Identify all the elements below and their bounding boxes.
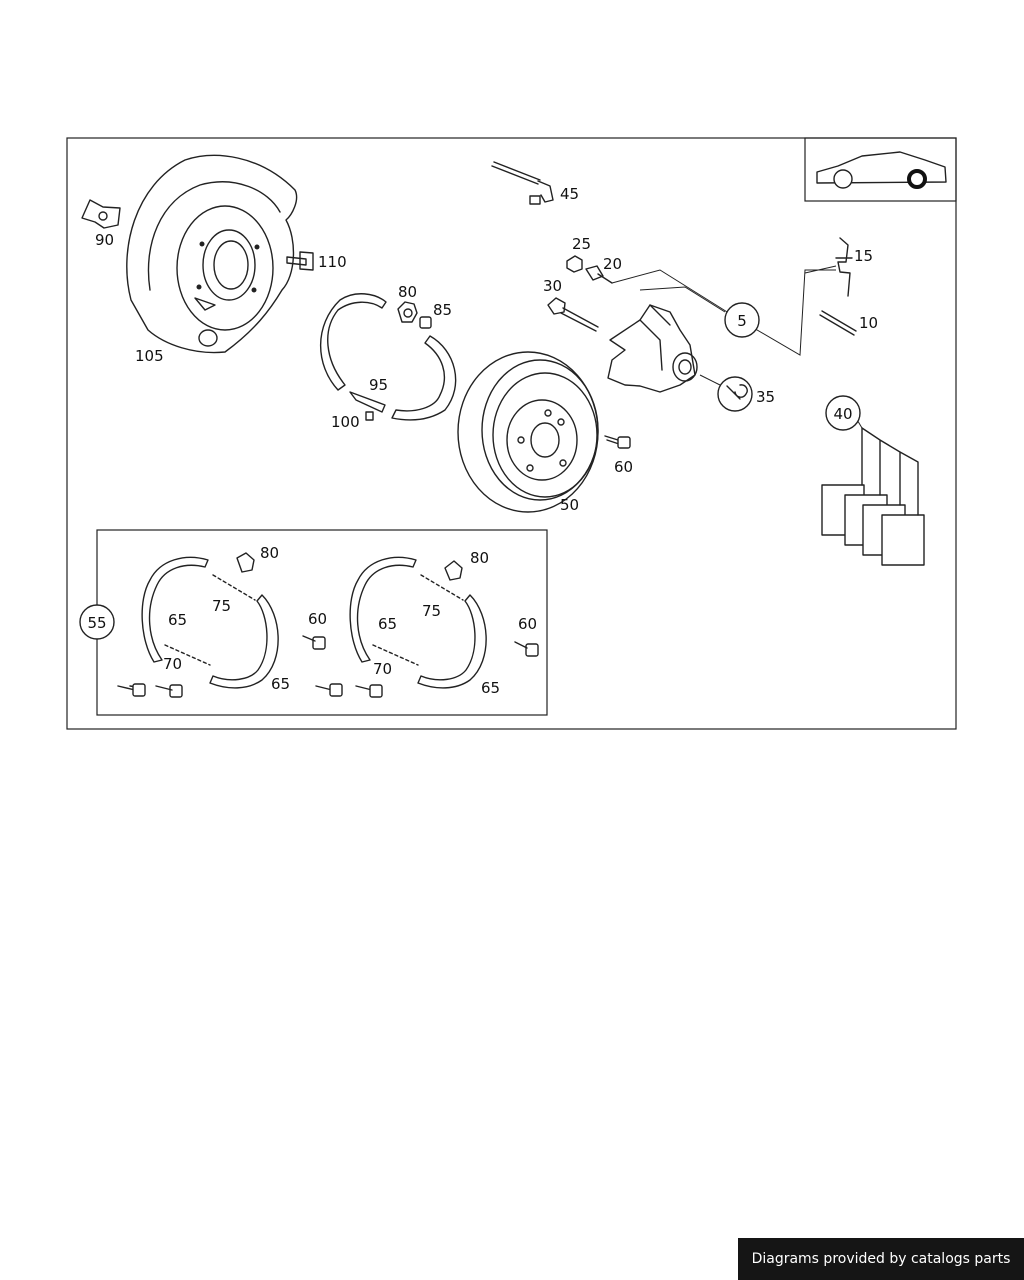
vehicle-inset-frame: [804, 137, 957, 202]
callout-45: 45: [560, 185, 579, 203]
callout-55: 55: [87, 614, 106, 632]
wear-sensor-part: [491, 161, 554, 205]
callout-95: 95: [369, 376, 388, 394]
callout-25: 25: [572, 235, 591, 253]
callout-110: 110: [318, 253, 347, 271]
bleeder-20-part: [585, 265, 613, 284]
callout-85: 85: [433, 301, 452, 319]
wrench-icon: [717, 376, 753, 412]
callout-60-kit-right: 60: [518, 615, 537, 633]
callout-65-kit-left-bottom: 65: [271, 675, 290, 693]
callout-80-kit-right: 80: [470, 549, 489, 567]
callout-105: 105: [135, 347, 164, 365]
callout-75-kit-right: 75: [422, 602, 441, 620]
callout-90: 90: [95, 231, 114, 249]
callout-50: 50: [560, 496, 579, 514]
diagram-frame: [66, 137, 957, 730]
callout-70-kit-right: 70: [373, 660, 392, 678]
callout-circle-55: [79, 604, 115, 640]
callout-65-kit-right-top: 65: [378, 615, 397, 633]
kit-shoes-left-part: [117, 552, 326, 698]
callout-60-main: 60: [614, 458, 633, 476]
cap-25-part: [566, 255, 583, 273]
callout-80-kit-left: 80: [260, 544, 279, 562]
callout-35: 35: [756, 388, 775, 406]
callout-60-kit-middle: 60: [308, 610, 327, 628]
callout-circle-40: [825, 395, 861, 431]
brake-caliper-part: [607, 304, 698, 393]
footer-credit: Diagrams provided by catalogs parts: [738, 1238, 1024, 1280]
callout-10: 10: [859, 314, 878, 332]
backing-plate-part: [126, 154, 298, 354]
brake-disc-part: [457, 351, 599, 513]
bracket-15-part: [835, 237, 853, 297]
kit-shoes-right-part: [315, 556, 539, 698]
callout-circle-5: [724, 302, 760, 338]
bolt-110-part: [286, 251, 314, 271]
callout-30: 30: [543, 277, 562, 295]
caliper-bolt-part: [547, 297, 599, 332]
clip-part: [81, 199, 121, 229]
callout-5: 5: [737, 312, 747, 330]
callout-80-main: 80: [398, 283, 417, 301]
callout-15: 15: [854, 247, 873, 265]
brake-parts-diagram: 5 40 55 45 90 110 105 80 85 95 100 25 20…: [66, 137, 957, 730]
parking-brake-shoes-part: [320, 293, 457, 421]
vehicle-silhouette-icon: [816, 151, 947, 189]
callout-40: 40: [833, 405, 852, 423]
callout-75-kit-left: 75: [212, 597, 231, 615]
callout-70-kit-left: 70: [163, 655, 182, 673]
callout-65-kit-left-top: 65: [168, 611, 187, 629]
callout-20: 20: [603, 255, 622, 273]
callout-100: 100: [331, 413, 360, 431]
nut-80-part: [397, 301, 418, 323]
bolt-60-part: [604, 435, 631, 449]
brake-pads-part: [821, 427, 925, 566]
sleeve-85-part: [419, 316, 432, 329]
callout-65-kit-right-bottom: 65: [481, 679, 500, 697]
guide-pin-10-part: [819, 310, 857, 336]
